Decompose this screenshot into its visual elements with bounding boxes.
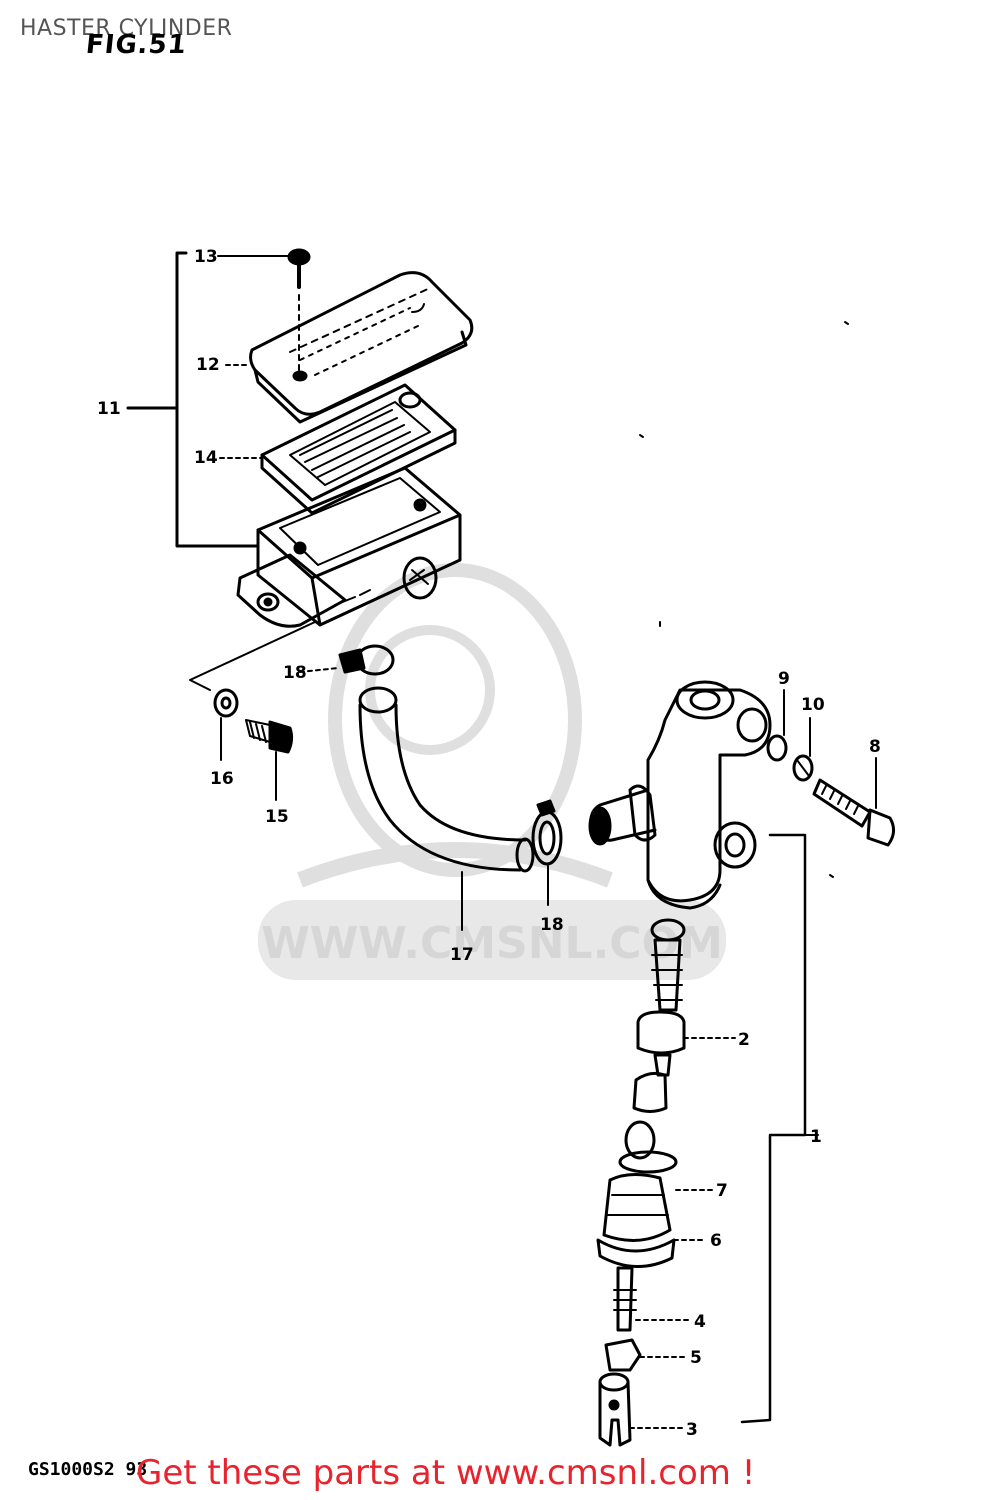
part-2-piston (632, 918, 736, 1113)
part-1-master-cylinder (588, 680, 819, 1424)
speckles (639, 321, 849, 878)
part-18-clip-top (299, 644, 395, 676)
callout-6: 6 (710, 1231, 722, 1251)
part-18-clip-bottom (531, 799, 563, 906)
callout-3: 3 (686, 1420, 698, 1440)
callout-13: 13 (194, 247, 218, 267)
part-16-washer (213, 688, 239, 761)
callout-9: 9 (778, 669, 790, 689)
mount-line (189, 621, 316, 691)
promo-link[interactable]: Get these parts at www.cmsnl.com ! (136, 1453, 756, 1493)
callout-17: 17 (450, 945, 474, 965)
callout-15: 15 (265, 807, 289, 827)
part-15-bolt (245, 719, 294, 801)
callout-4: 4 (694, 1312, 706, 1332)
part-12-cap (225, 271, 474, 424)
part-8-bolt (812, 757, 895, 847)
callouts: 13 12 11 14 18 16 15 17 18 9 10 8 2 1 7 … (97, 247, 881, 1440)
callout-14: 14 (194, 448, 218, 468)
callout-18-bottom: 18 (540, 915, 564, 935)
watermark-text: WWW.CMSNL.COM (261, 918, 723, 969)
part-3-clevis (598, 1372, 683, 1447)
part-11-body (236, 466, 462, 628)
callout-7: 7 (716, 1181, 728, 1201)
part-17-hose (358, 686, 535, 931)
callout-11: 11 (97, 399, 121, 419)
part-14-diaphragm (219, 383, 457, 515)
callout-10: 10 (801, 695, 825, 715)
part-4-rod (613, 1266, 691, 1332)
part-9-washer (766, 689, 788, 762)
callout-18-top: 18 (283, 663, 307, 683)
callout-12: 12 (196, 355, 220, 375)
callout-5: 5 (690, 1348, 702, 1368)
callout-8: 8 (869, 737, 881, 757)
part-13-screw (217, 248, 311, 376)
bracket-11 (126, 251, 260, 548)
callout-16: 16 (210, 769, 234, 789)
part-7-circlip (618, 1120, 713, 1191)
page-title: HASTER CYLINDER (20, 16, 233, 41)
part-5-nut (604, 1338, 689, 1372)
callout-2: 2 (738, 1030, 750, 1050)
drawing-code: GS1000S2 93 (28, 1459, 148, 1480)
watermark: WWW.CMSNL.COM (258, 563, 726, 980)
part-6-boot (596, 1173, 707, 1268)
part-10-washer (792, 717, 814, 782)
callout-1: 1 (810, 1127, 822, 1147)
